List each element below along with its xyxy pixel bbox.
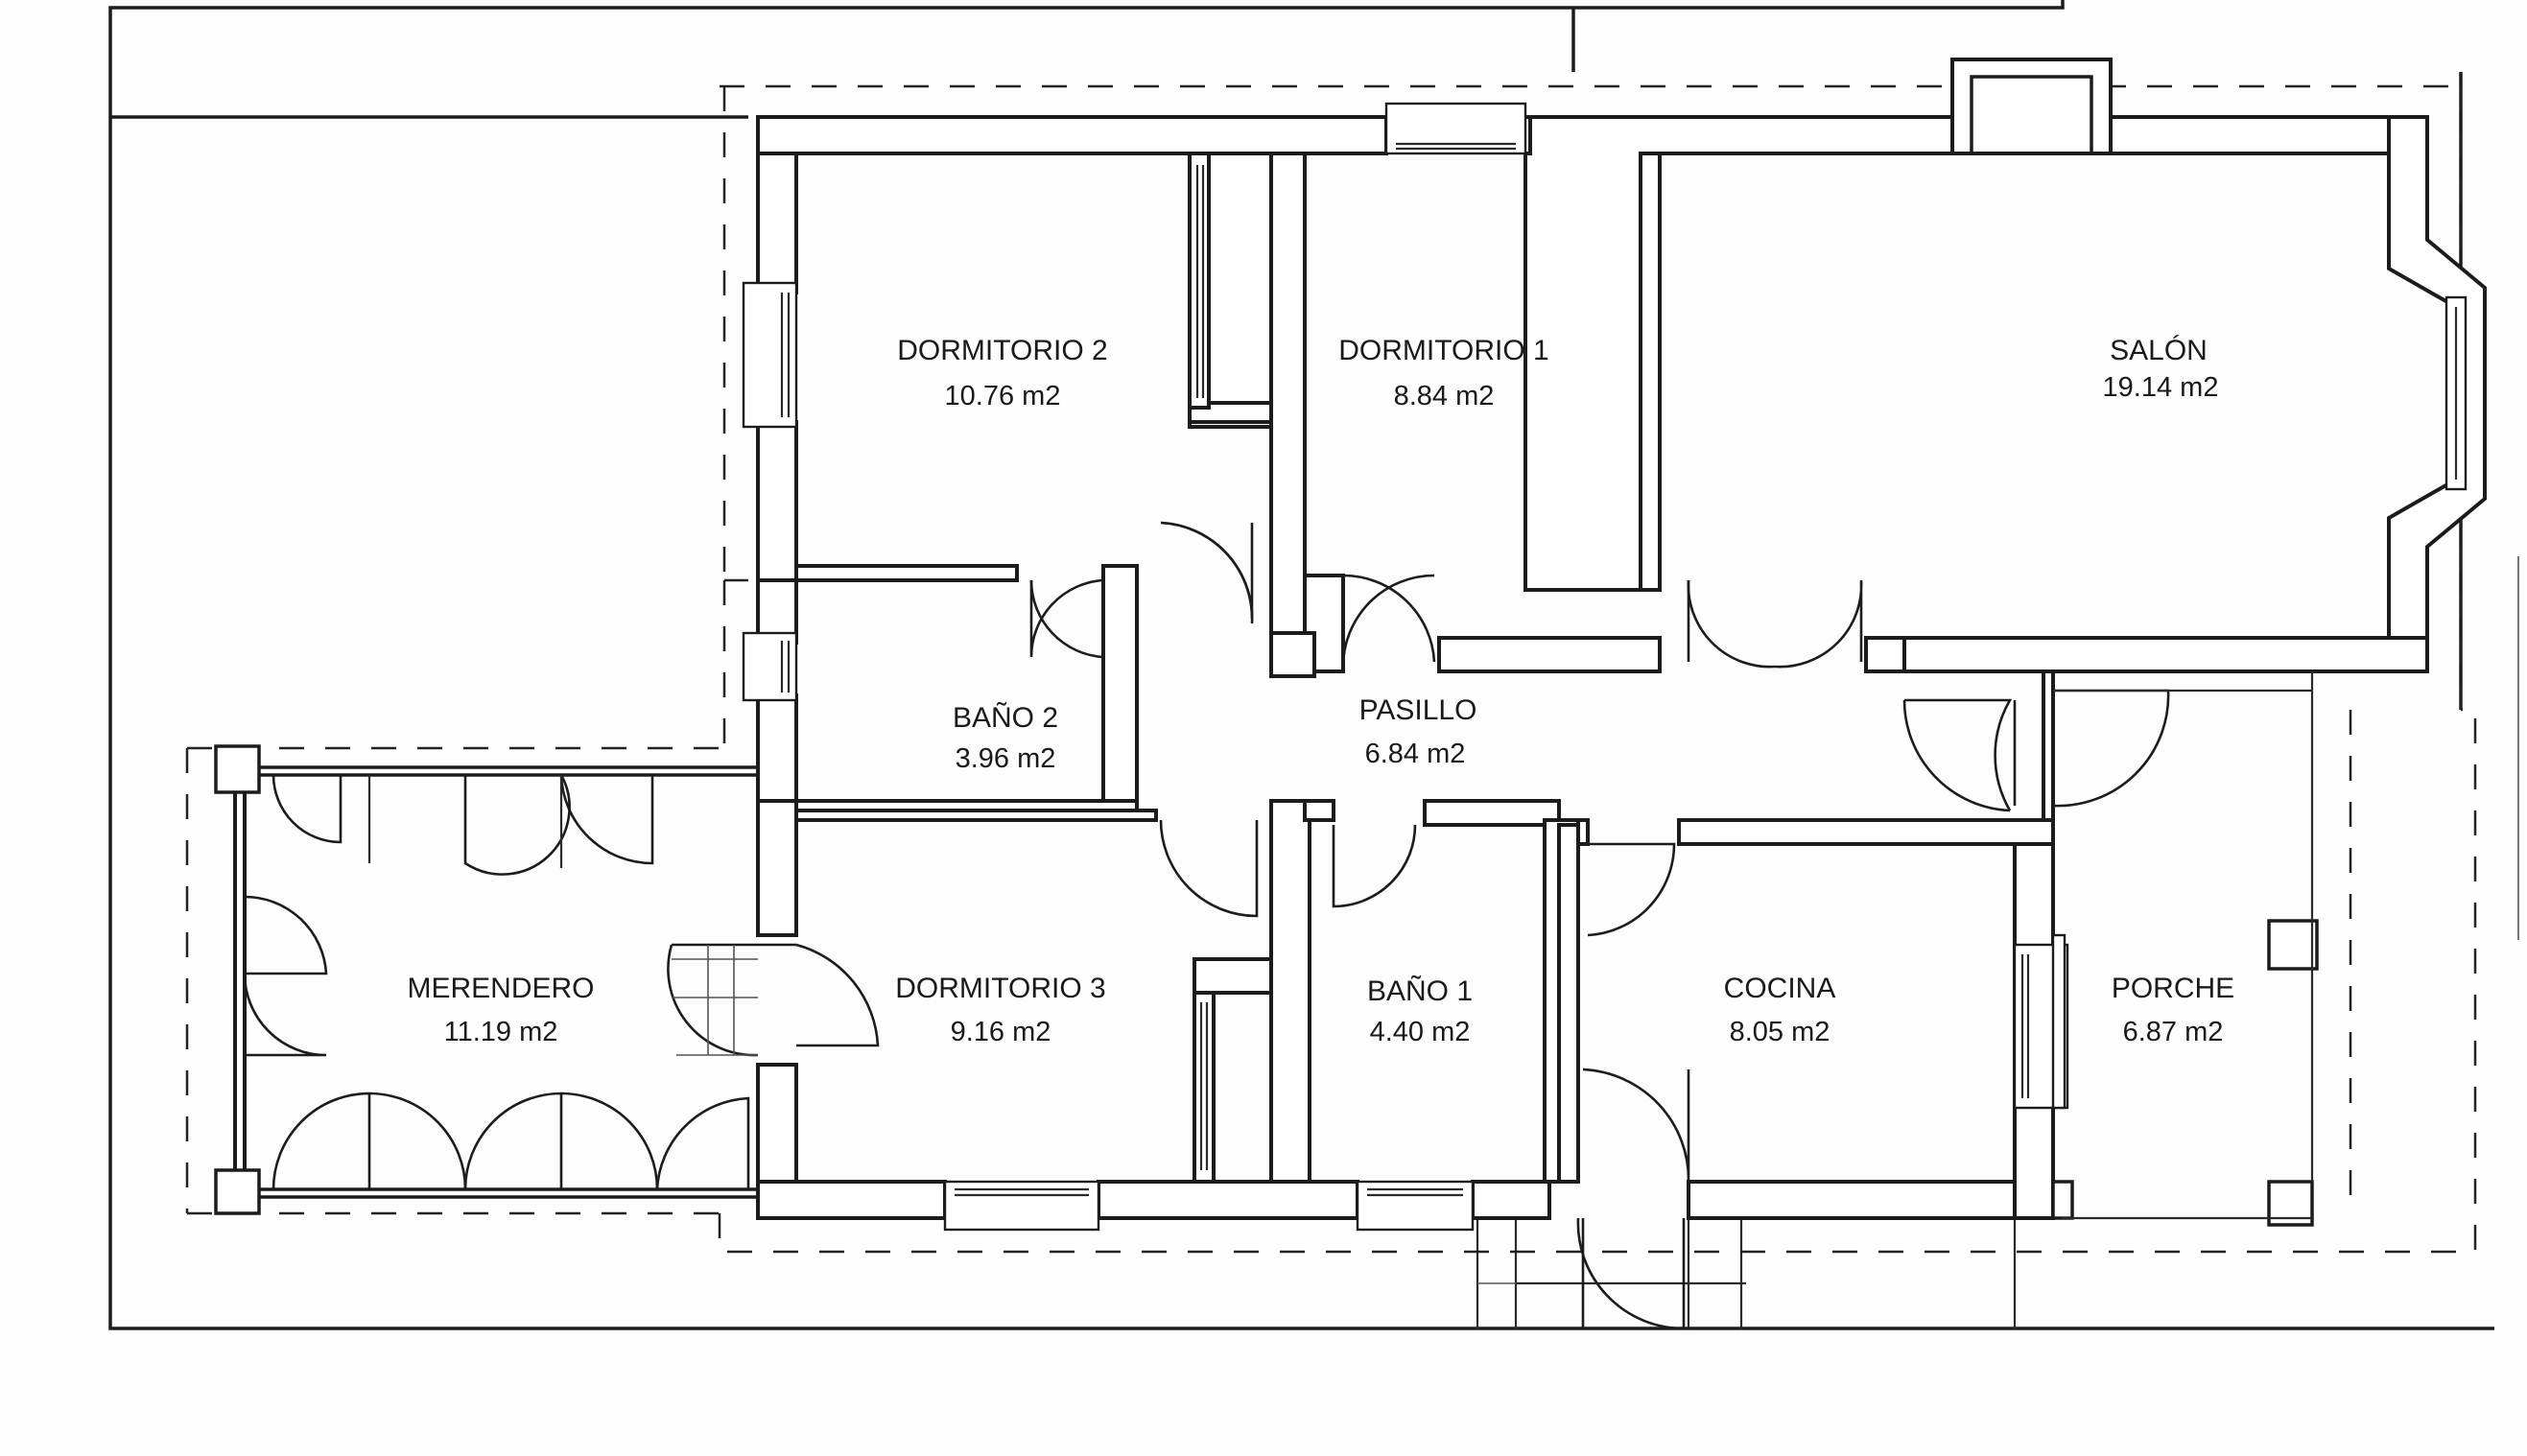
room-labels: DORMITORIO 2 10.76 m2 DORMITORIO 1 8.84 … [407,335,2234,1047]
interior-walls [794,152,2429,1184]
post-merendero-top [214,744,261,794]
area-dormitorio-3: 9.16 m2 [951,1017,1051,1047]
label-cocina: COCINA [1724,973,1836,1004]
area-bano-1: 4.40 m2 [1370,1017,1471,1047]
merendero-openings [243,774,750,1190]
label-dormitorio-2: DORMITORIO 2 [897,335,1107,366]
label-porche: PORCHE [2112,973,2234,1004]
post-merendero-bottom [214,1168,261,1215]
label-bano-2: BAÑO 2 [953,701,1058,734]
label-merendero: MERENDERO [407,973,594,1004]
label-salon: SALÓN [2110,335,2208,366]
label-dormitorio-1: DORMITORIO 1 [1338,335,1548,366]
area-cocina: 8.05 m2 [1730,1017,1830,1047]
label-dormitorio-3: DORMITORIO 3 [895,973,1105,1004]
posts [214,671,2319,1227]
area-dormitorio-1: 8.84 m2 [1394,381,1495,411]
area-bano-2: 3.96 m2 [956,743,1056,774]
post-porche-corner [2051,1180,2074,1220]
area-pasillo: 6.84 m2 [1365,739,1466,769]
area-merendero: 11.19 m2 [444,1017,558,1047]
area-salon: 19.14 m2 [2103,372,2219,403]
roof-outline [185,84,2477,1254]
area-porche: 6.87 m2 [2123,1017,2224,1047]
area-dormitorio-2: 10.76 m2 [945,381,1061,411]
label-bano-1: BAÑO 1 [1367,975,1473,1007]
doors [667,521,2170,1330]
windows [742,102,2468,1232]
label-pasillo: PASILLO [1359,694,1477,726]
post-porche-mid [2267,919,2319,971]
